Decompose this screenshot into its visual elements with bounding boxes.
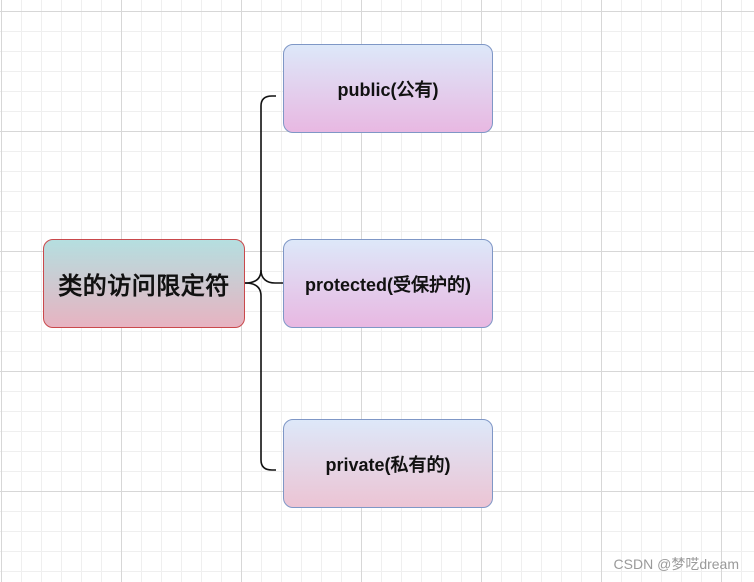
child-node-label: protected(受保护的) [305, 274, 471, 295]
child-node-protected[interactable]: protected(受保护的) [283, 239, 493, 328]
watermark: CSDN @梦呓dream [613, 556, 739, 572]
connector-line [244, 282, 276, 471]
connector-line [244, 95, 276, 284]
child-node-private[interactable]: private(私有的) [283, 419, 493, 508]
root-node-label: 类的访问限定符 [58, 273, 230, 300]
child-node-public[interactable]: public(公有) [283, 44, 493, 133]
root-node[interactable]: 类的访问限定符 [43, 239, 245, 328]
child-node-label: private(私有的) [325, 454, 451, 475]
child-node-label: public(公有) [337, 79, 439, 100]
connector-line [260, 269, 283, 284]
